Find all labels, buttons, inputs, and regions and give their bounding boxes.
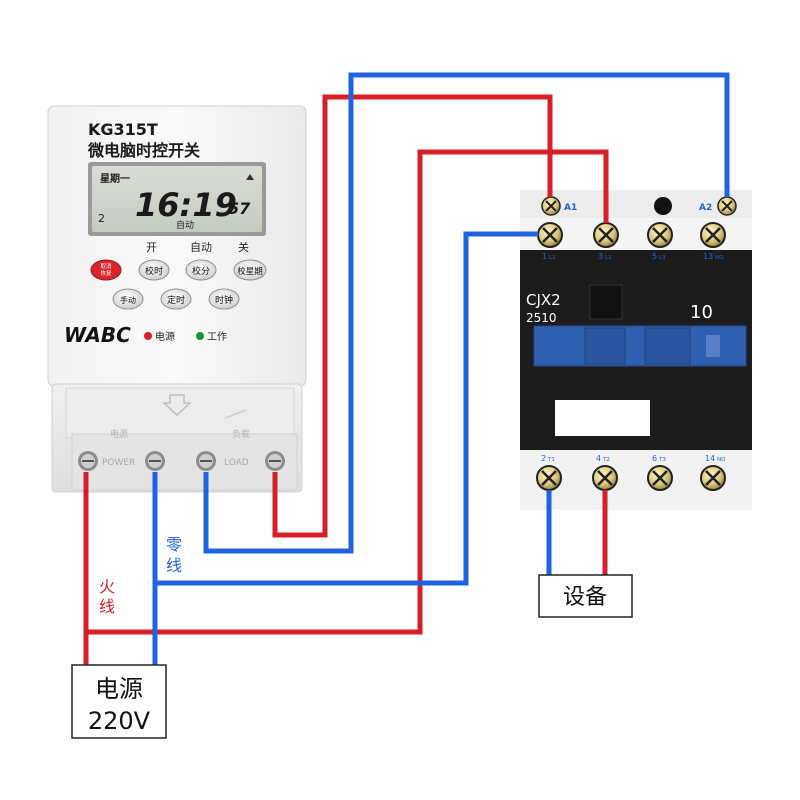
work-led [196, 332, 204, 340]
cover-load-label: 负载 [232, 428, 250, 440]
top-terminal-3-sub: L2 [605, 255, 612, 261]
timer-terminal-3[interactable] [196, 451, 216, 471]
wire-load-to-a1 [272, 94, 553, 538]
contactor: CJX2 2510 10 A1 A2 [520, 190, 752, 510]
clock-label: 时钟 [215, 294, 233, 306]
wire-live-to-l2 [86, 149, 609, 635]
top-terminal-5-num: 5 [652, 252, 657, 261]
timer-label: 定时 [167, 294, 185, 306]
manual-label: 手动 [120, 295, 136, 305]
top-terminal-1-sub: L1 [549, 255, 556, 261]
live-label-2: 线 [99, 597, 115, 616]
lcd-screen [92, 166, 262, 232]
timer-button[interactable]: 定时 [160, 288, 192, 310]
neutral-label-2: 线 [166, 556, 182, 575]
bottom-terminal-14-sub: NO [717, 457, 726, 463]
contactor-window [589, 284, 623, 320]
contactor-slot-2 [644, 327, 691, 365]
contactor-slot-3 [706, 335, 720, 357]
lcd-week: 星期一 [100, 172, 130, 185]
brand-logo: WABC [64, 323, 131, 347]
svg-text:恢复: 恢复 [100, 269, 112, 277]
contactor-terminal-6[interactable] [647, 465, 673, 491]
bottom-terminal-4-sub: T2 [602, 457, 610, 463]
wire-neutral-to-a2 [203, 72, 730, 554]
device-box: 设备 [538, 574, 633, 618]
timer-terminal-2[interactable] [145, 451, 165, 471]
power-source-box: 电源 220V [71, 664, 167, 739]
clock-button[interactable]: 时钟 [208, 288, 240, 310]
arrow-down-icon [162, 394, 192, 417]
contactor-label-plate [555, 400, 650, 436]
terminal-strip [71, 433, 298, 491]
set-minute-button[interactable]: 校分 [185, 259, 217, 281]
work-indicator-label: 工作 [207, 331, 227, 343]
bottom-terminal-2-sub: T1 [547, 457, 555, 463]
manual-button[interactable]: 手动 [112, 288, 144, 310]
mode-auto-label: 自动 [190, 241, 212, 254]
wires [83, 72, 730, 665]
cancel-restore-label: 取消 [100, 262, 112, 270]
timer-model: KG315T [88, 120, 158, 139]
power-source-voltage: 220V [88, 707, 151, 735]
contactor-code: 2510 [526, 311, 557, 325]
contactor-slot-1 [584, 327, 626, 365]
top-terminal-5-sub: L3 [659, 255, 666, 261]
bottom-terminal-2-num: 2 [541, 454, 546, 463]
wire-neutral-to-l1 [155, 231, 538, 586]
bottom-terminal-6-sub: T3 [658, 457, 666, 463]
load-terminal-label: LOAD [224, 458, 249, 468]
set-minute-label: 校分 [192, 265, 210, 277]
coil-terminal-a2[interactable] [717, 196, 737, 216]
contactor-terminal-2[interactable] [536, 465, 562, 491]
device-label: 设备 [563, 585, 607, 610]
contactor-model: CJX2 [526, 291, 561, 309]
top-terminal-1-num: 1 [542, 252, 547, 261]
lcd-time: 16:19 [135, 186, 237, 224]
set-hour-button[interactable]: 校时 [138, 259, 170, 281]
contactor-terminal-13[interactable] [700, 222, 726, 248]
contactor-terminal-4[interactable] [592, 465, 618, 491]
contactor-terminal-1[interactable] [537, 222, 563, 248]
contactor-terminal-3[interactable] [593, 222, 619, 248]
top-terminal-3-num: 3 [598, 252, 603, 261]
timer-terminal-1[interactable] [78, 451, 98, 471]
cancel-restore-button[interactable]: 取消 恢复 [90, 259, 122, 281]
coil-terminal-a1[interactable] [541, 196, 561, 216]
mode-off-label: 关 [238, 240, 249, 254]
timer-terminal-4[interactable] [265, 451, 285, 471]
set-hour-label: 校时 [145, 265, 163, 277]
lcd-program: 2 [98, 212, 105, 225]
power-led [144, 332, 152, 340]
lcd-seconds: 57 [228, 199, 251, 218]
top-terminal-13-num: 13 [703, 252, 713, 261]
contactor-terminal-5[interactable] [647, 222, 673, 248]
live-label-1: 火 [99, 577, 115, 596]
bottom-terminal-4-num: 4 [596, 454, 601, 463]
power-indicator-label: 电源 [155, 330, 175, 343]
bottom-terminal-6-num: 6 [652, 454, 657, 463]
set-week-button[interactable]: 校星期 [233, 259, 267, 281]
cover-power-label: 电源 [110, 428, 128, 440]
contactor-terminal-14[interactable] [700, 465, 726, 491]
set-week-label: 校星期 [237, 266, 263, 277]
power-source-label: 电源 [95, 675, 143, 703]
lcd-mode: 自动 [176, 219, 194, 231]
timer-name: 微电脑时控开关 [87, 141, 200, 160]
coil-a2-label: A2 [699, 203, 712, 213]
mode-on-label: 开 [146, 241, 157, 254]
top-terminal-13-sub: NO [715, 255, 724, 261]
timer-switch: KG315T 微电脑时控开关 星期一 16:19 57 自动 2 开 自动 关 … [47, 105, 307, 493]
contactor-rating: 10 [690, 302, 713, 323]
coil-a1-label: A1 [564, 203, 577, 213]
bottom-terminal-14-num: 14 [705, 454, 715, 463]
contactor-center-hole [654, 197, 672, 215]
cover-mark [224, 409, 247, 419]
power-terminal-label: POWER [102, 458, 135, 468]
neutral-label-1: 零 [166, 535, 182, 554]
lcd-signal-icon [246, 174, 254, 180]
